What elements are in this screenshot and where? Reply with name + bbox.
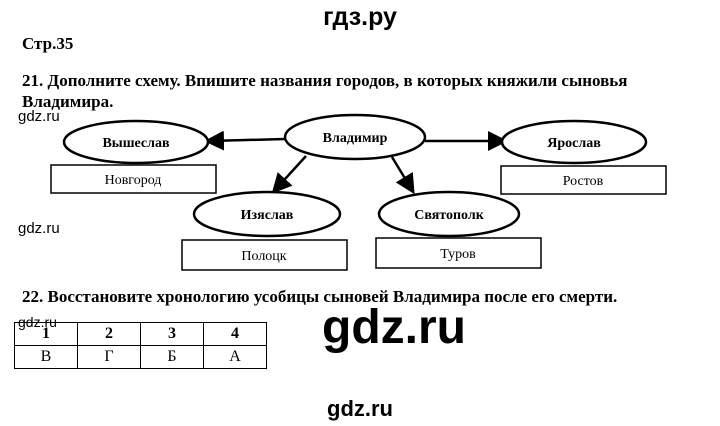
watermark-bottom: gdz.ru: [327, 396, 393, 421]
node-yaroslav: [500, 119, 648, 165]
city-novgorod: Новгород: [105, 173, 162, 188]
city-polotsk: Полоцк: [241, 249, 286, 264]
node-izyaslav: [192, 190, 342, 238]
node-vysheslav-label: Вышеслав: [102, 136, 170, 151]
node-yaroslav-label: Ярослав: [547, 136, 601, 151]
watermark-small: gdz.ru: [18, 108, 60, 125]
city-box-yaroslav: [500, 165, 667, 195]
task-21-text: 21. Дополните схему. Впишите названия го…: [22, 71, 628, 111]
node-izyaslav-label: Изяслав: [241, 208, 294, 223]
arrow-to-izyaslav: [271, 155, 307, 194]
watermark-small: gdz.ru: [18, 314, 57, 330]
table-answer-cell: В: [14, 345, 78, 369]
node-vladimir: [283, 113, 427, 161]
node-vladimir-label: Владимир: [323, 131, 388, 146]
node-vysheslav: [62, 119, 210, 165]
city-box-svyatopolk: [375, 237, 542, 269]
table-answer-cell: Г: [77, 345, 141, 369]
table-row: 1 2 3 4: [14, 322, 267, 346]
chronology-table: 1 2 3 4 В Г Б А: [14, 322, 267, 369]
task-22-text: 22. Восстановите хронологию усобицы сыно…: [22, 287, 618, 306]
table-answer-cell: А: [203, 345, 267, 369]
page-reference: Стр.35: [22, 34, 74, 53]
table-header-cell: 3: [140, 322, 204, 346]
watermark-large: gdz.ru: [322, 301, 466, 354]
node-svyatopolk: [377, 190, 521, 238]
watermark-small: gdz.ru: [18, 220, 60, 237]
family-diagram: Владимир Вышеслав Новгород Ярослав Росто…: [50, 113, 667, 271]
city-turov: Туров: [440, 247, 476, 262]
site-header-title: гдз.ру: [323, 3, 397, 31]
city-box-izyaslav: [181, 239, 348, 271]
city-box-vysheslav: [50, 164, 217, 194]
table-header-cell: 4: [203, 322, 267, 346]
node-svyatopolk-label: Святополк: [414, 208, 484, 223]
table-header-cell: 2: [77, 322, 141, 346]
city-rostov: Ростов: [563, 174, 604, 189]
table-answer-cell: Б: [140, 345, 204, 369]
arrow-to-vysheslav: [204, 130, 286, 151]
table-row: В Г Б А: [14, 345, 267, 369]
arrow-to-svyatopolk: [390, 156, 415, 195]
